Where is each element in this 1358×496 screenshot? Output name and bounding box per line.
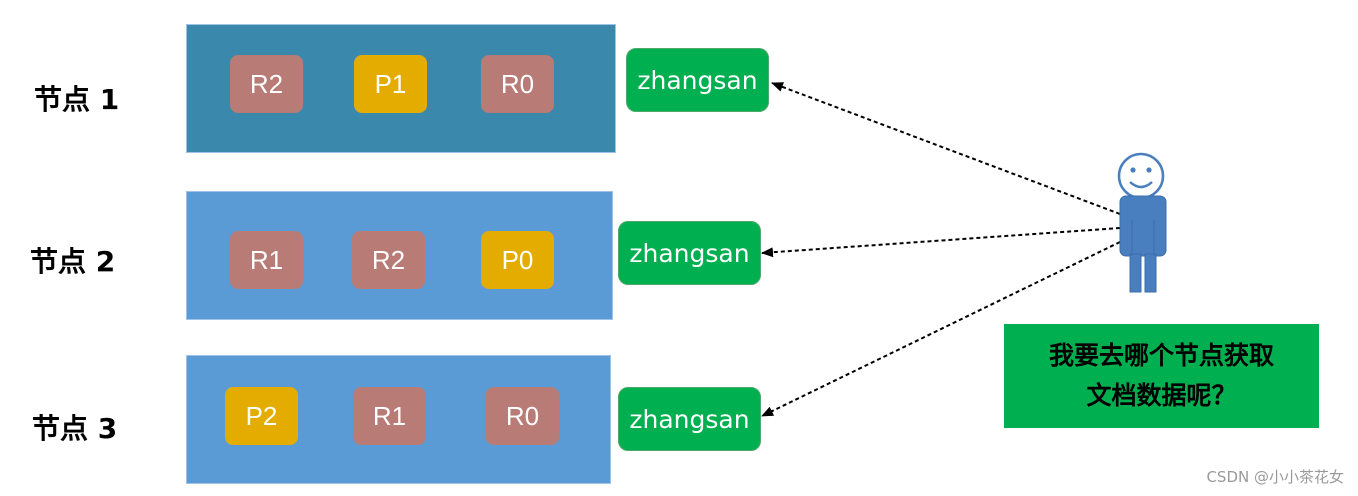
- shard-node3-r0: R0: [486, 387, 559, 445]
- shard-node3-r1: R1: [353, 387, 426, 445]
- question-box: 我要去哪个节点获取 文档数据呢？: [1004, 324, 1319, 428]
- doc-node-2: zhangsan: [618, 221, 761, 285]
- question-line-1: 我要去哪个节点获取: [1048, 341, 1274, 370]
- arrow-to-node-2: [761, 227, 1121, 258]
- arrow-to-node-3: [761, 241, 1121, 417]
- shard-node1-p1: P1: [354, 55, 427, 113]
- node-1-label: 节点 1: [34, 83, 120, 116]
- doc-node-3: zhangsan: [618, 387, 761, 451]
- shard-node3-p2: P2: [225, 387, 298, 445]
- shard-node2-r1: R1: [230, 231, 303, 289]
- shard-node2-p0: P0: [481, 231, 554, 289]
- doc-node-1: zhangsan: [626, 48, 769, 112]
- shard-node1-r2: R2: [230, 55, 303, 113]
- shard-node1-r0: R0: [481, 55, 554, 113]
- node-2-label: 节点 2: [30, 245, 116, 278]
- question-line-2: 文档数据呢？: [1086, 381, 1237, 410]
- node-3-label: 节点 3: [32, 412, 118, 445]
- watermark: CSDN @小小茶花女: [1206, 468, 1344, 486]
- arrow-to-node-1: [771, 82, 1121, 215]
- shard-node2-r2: R2: [352, 231, 425, 289]
- smiley-person-icon: [1117, 152, 1167, 293]
